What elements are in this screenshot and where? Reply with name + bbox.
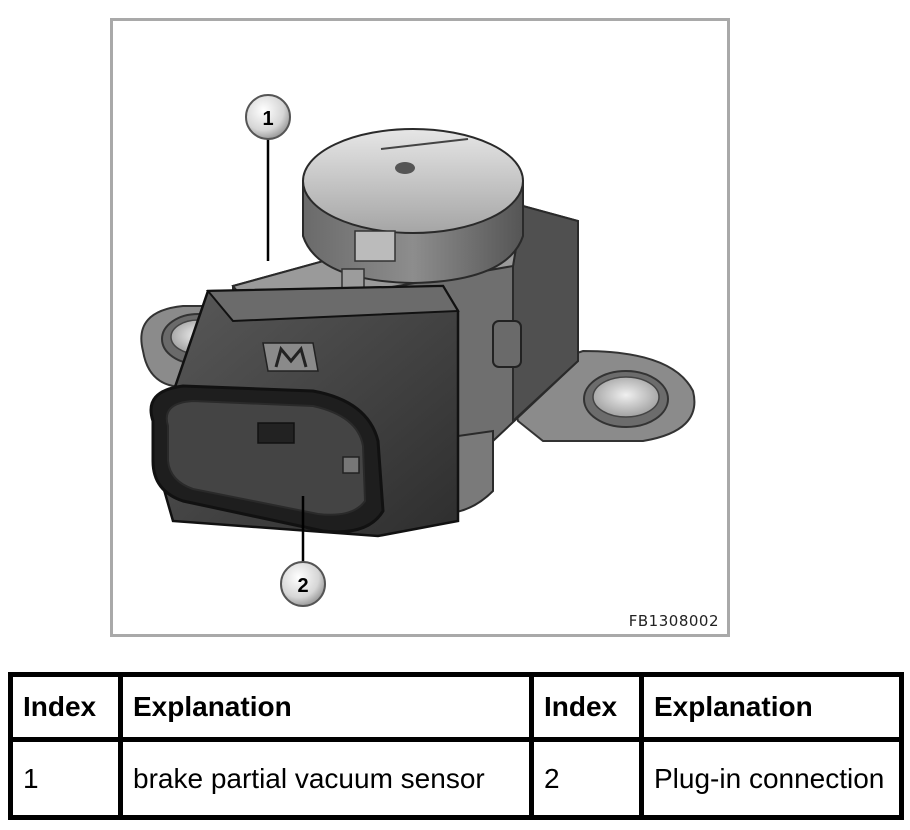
sensor-cap [302, 128, 524, 296]
callout-1: 1 [245, 94, 291, 140]
header-explanation-1: Explanation [118, 672, 534, 742]
legend-row: 1 brake partial vacuum sensor 2 Plug-in … [8, 737, 904, 820]
svg-text:1: 1 [262, 108, 273, 130]
callout-2: 2 [280, 561, 326, 607]
figure-code: FB1308002 [628, 612, 719, 630]
header-index-2: Index [529, 672, 644, 742]
sensor-illustration: 1 2 [140, 94, 696, 607]
svg-text:2: 2 [297, 575, 308, 597]
cell-explanation-1: brake partial vacuum sensor [118, 737, 534, 820]
legend-header-row: Index Explanation Index Explanation [8, 672, 904, 742]
plug-connector [149, 284, 460, 538]
cell-explanation-2: Plug-in connection [639, 737, 904, 820]
header-explanation-2: Explanation [639, 672, 904, 742]
cell-index-1: 1 [8, 737, 123, 820]
figure-frame: 1 2 FB1308002 [110, 18, 730, 637]
header-index-1: Index [8, 672, 123, 742]
cell-index-2: 2 [529, 737, 644, 820]
legend-table: Index Explanation Index Explanation 1 br… [8, 672, 904, 820]
